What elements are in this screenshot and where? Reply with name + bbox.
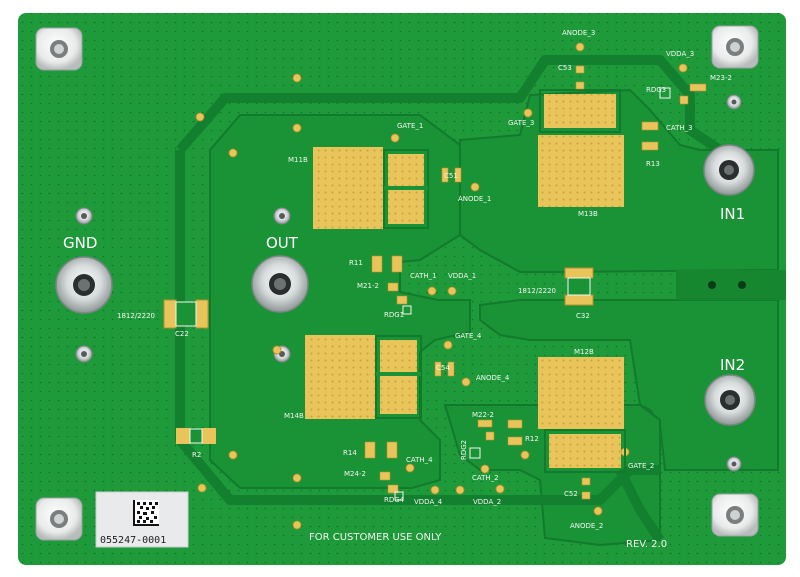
in1-terminal: [703, 144, 755, 196]
m13b-mosfet: [538, 89, 624, 207]
cath1-label: CATH_1: [410, 272, 437, 280]
anode2-label: ANODE_2: [570, 522, 603, 530]
r13-label: R13: [646, 160, 660, 168]
gnd-terminal: [55, 256, 113, 314]
smd-pads: [364, 65, 707, 500]
silkscreen: GND OUT IN1 IN2 M11B M14B M13B M12B C22 …: [63, 29, 745, 550]
anode1-label: ANODE_1: [458, 195, 491, 203]
gold-vias: [195, 42, 688, 530]
c22-label: C22: [175, 330, 189, 338]
in1-label: IN1: [720, 205, 745, 223]
c51-label: C51: [444, 172, 458, 180]
gate2-label: GATE_2: [628, 462, 654, 470]
standoff-top-left: [35, 27, 83, 71]
cath2-label: CATH_2: [472, 474, 499, 482]
vdda3-label: VDDA_3: [666, 50, 694, 58]
rdg3-label: RDG3: [646, 86, 666, 94]
r2-label: R2: [192, 451, 201, 459]
gate1-label: GATE_1: [397, 122, 423, 130]
m24-label: M24-2: [344, 470, 366, 478]
out-terminal: [251, 255, 309, 313]
r14-label: R14: [343, 449, 357, 457]
c54-label: C54: [436, 364, 450, 372]
m13b-label: M13B: [578, 210, 598, 218]
gate4-label: GATE_4: [455, 332, 482, 340]
rdg4-label: RDG4: [384, 496, 405, 504]
vdda2-label: VDDA_2: [473, 498, 501, 506]
in2-terminal: [704, 374, 756, 426]
serial-number: 055247-0001: [100, 535, 166, 546]
in2-label: IN2: [720, 356, 745, 374]
revision-label: REV. 2.0: [626, 539, 667, 550]
c32-label: C32: [576, 312, 590, 320]
standoff-bottom-left: [35, 497, 83, 541]
r12-label: R12: [525, 435, 539, 443]
datamatrix-barcode: [133, 500, 159, 526]
serial-sticker: 055247-0001: [95, 491, 189, 548]
m23-label: M23-2: [710, 74, 732, 82]
m12b-label: M12B: [574, 348, 594, 356]
m21-label: M21-2: [357, 282, 379, 290]
m14b-label: M14B: [284, 412, 304, 420]
rdg1-label: RDG1: [384, 311, 404, 319]
pkg-label-right: 1812/2220: [518, 287, 556, 295]
m12b-mosfet: [538, 357, 626, 473]
out-label: OUT: [266, 234, 299, 252]
cath4-label: CATH_4: [406, 456, 433, 464]
anode3-label: ANODE_3: [562, 29, 595, 37]
m14b-mosfet: [305, 335, 422, 419]
pkg-label-left: 1812/2220: [117, 312, 155, 320]
rdg2-label: RDG2: [460, 440, 468, 460]
gate3-label: GATE_3: [508, 119, 534, 127]
c53-label: C53: [558, 64, 572, 72]
cath3-label: CATH_3: [666, 124, 693, 132]
customer-note: FOR CUSTOMER USE ONLY: [309, 532, 442, 543]
gnd-label: GND: [63, 234, 97, 252]
anode4-label: ANODE_4: [476, 374, 510, 382]
c32-capacitor: [564, 267, 594, 306]
traces: [175, 55, 723, 543]
r2-resistor: [176, 428, 216, 444]
c22-capacitor: [163, 299, 209, 329]
standoff-bottom-right: [711, 493, 759, 537]
m11b-label: M11B: [288, 156, 308, 164]
mounting-standoffs: [35, 25, 759, 541]
vdda4-label: VDDA_4: [414, 498, 443, 506]
standoff-top-right: [711, 25, 759, 69]
m11b-mosfet: [313, 147, 429, 229]
m22-label: M22-2: [472, 411, 494, 419]
vdda1-label: VDDA_1: [448, 272, 476, 280]
c52-label: C52: [564, 490, 578, 498]
r11-label: R11: [349, 259, 363, 267]
